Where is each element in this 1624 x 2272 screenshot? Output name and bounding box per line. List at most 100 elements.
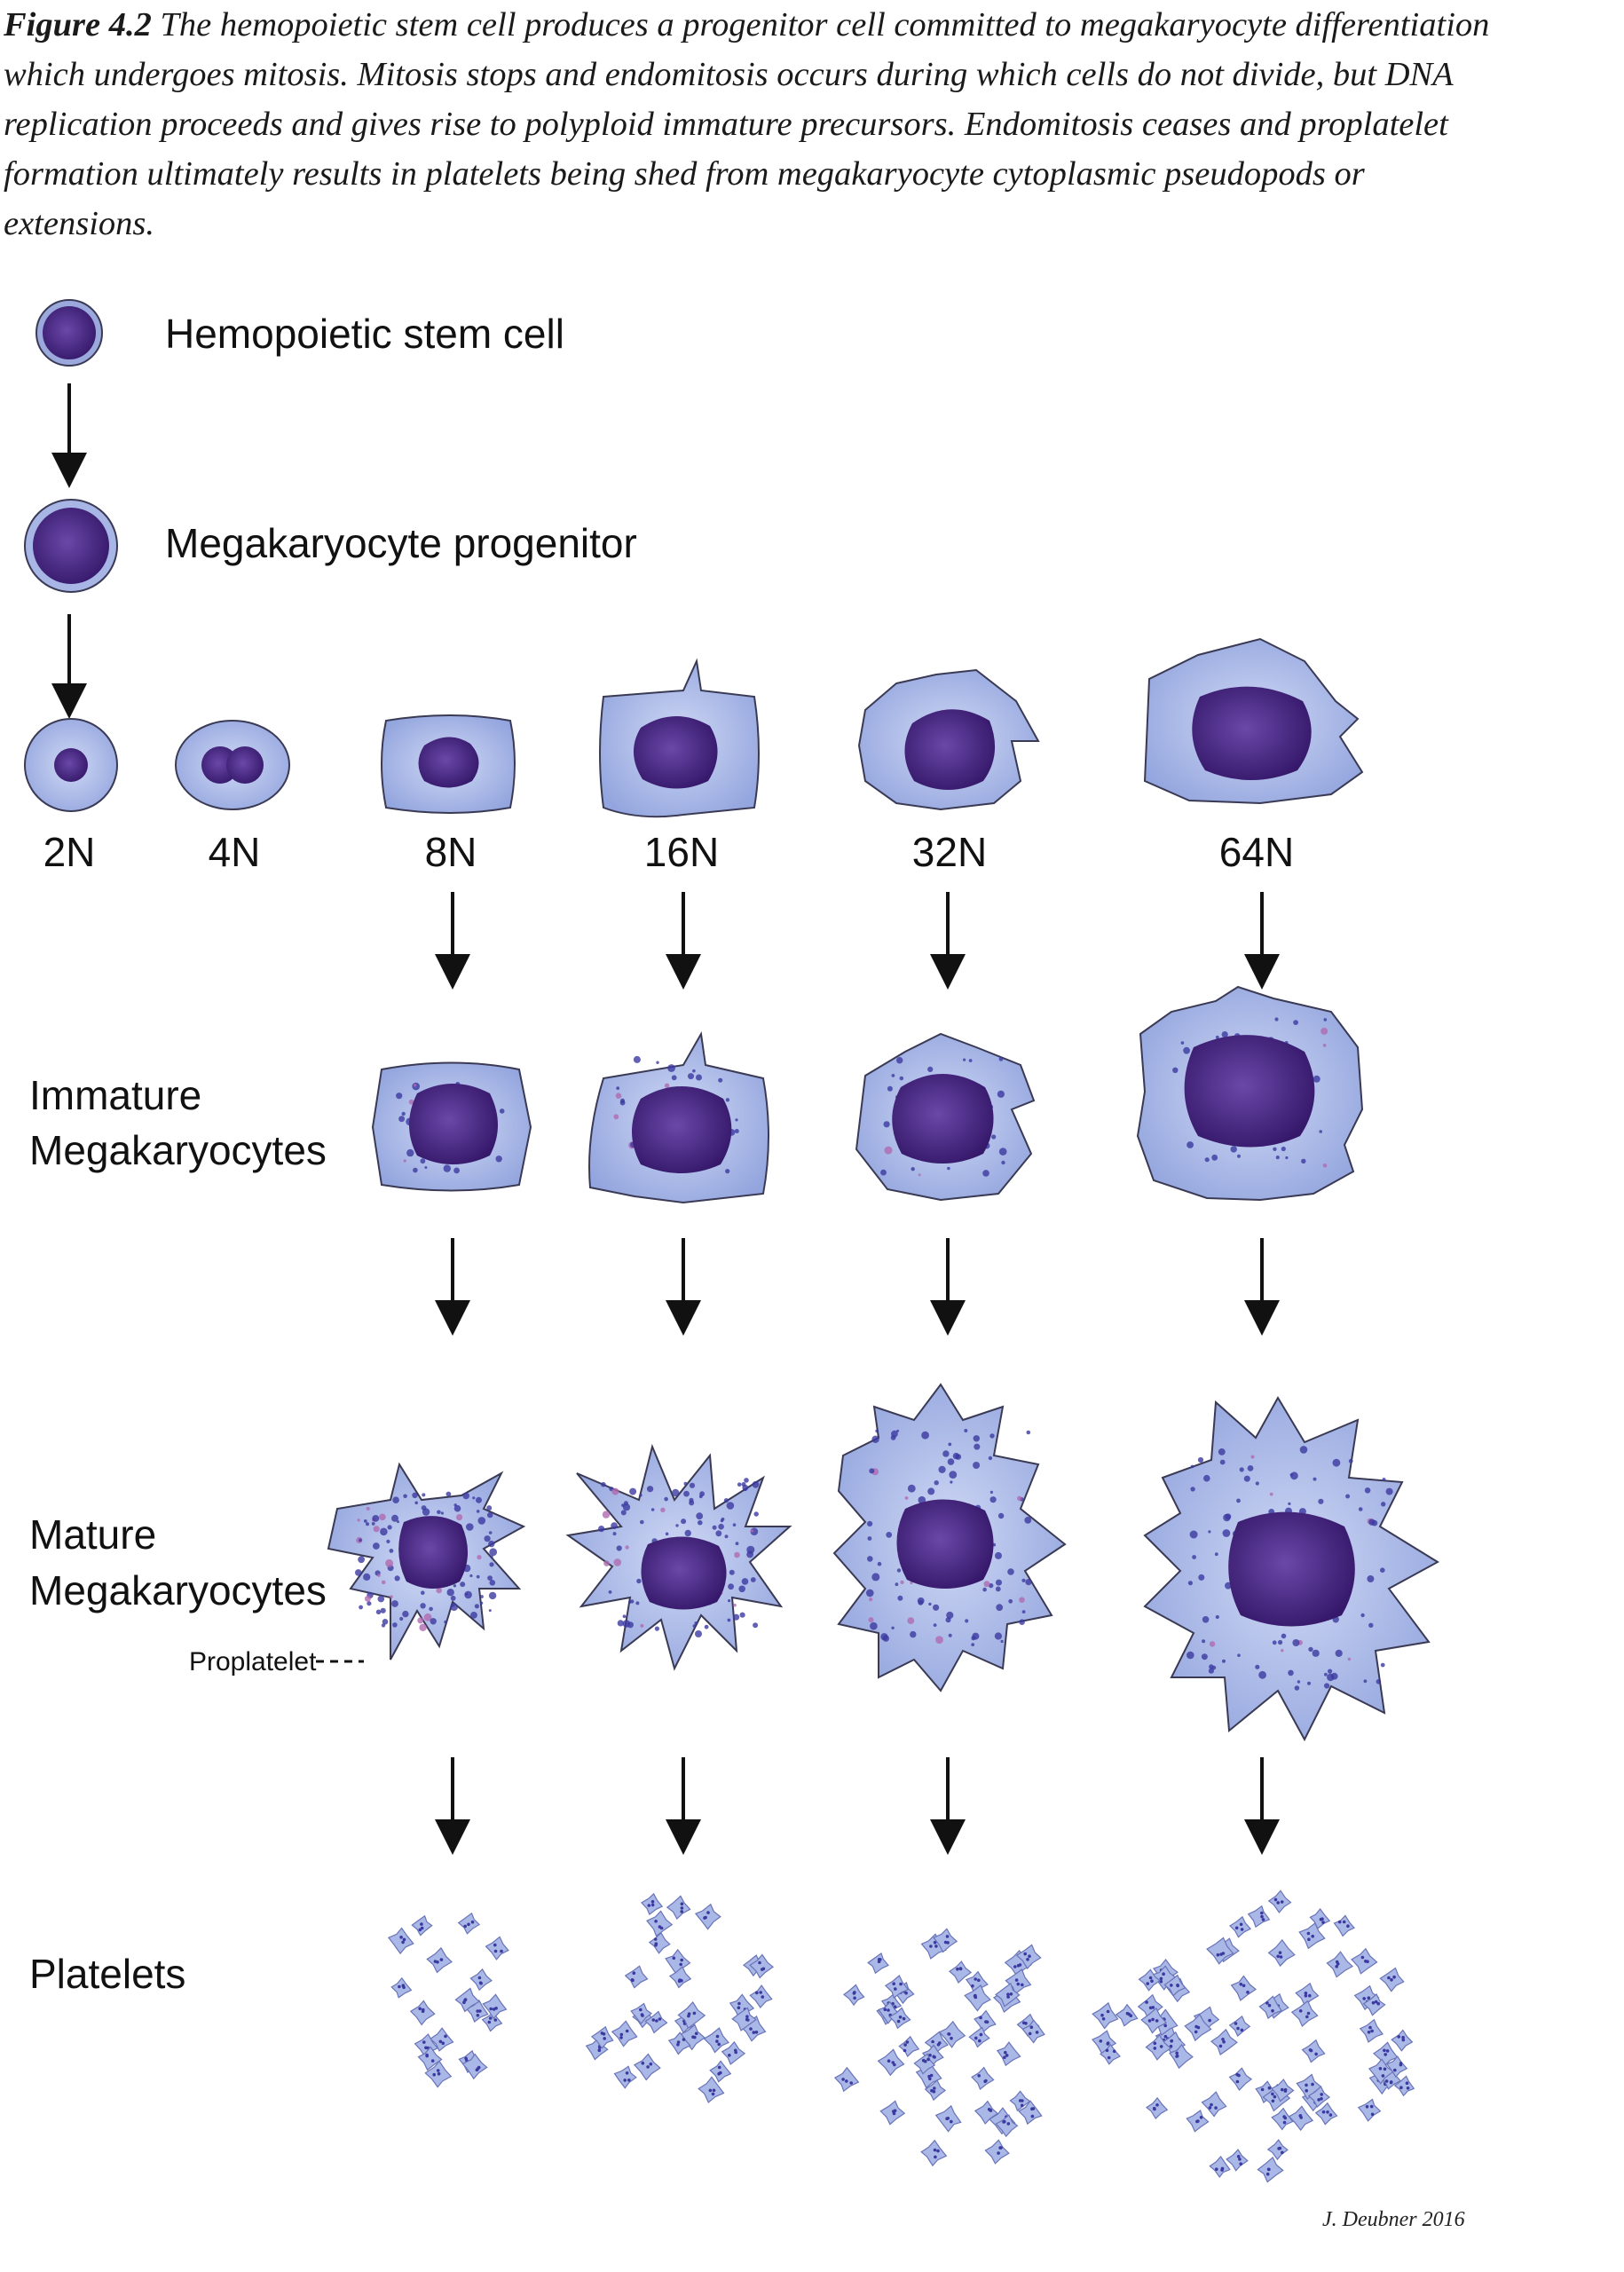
mature-megakaryocyte-8n bbox=[327, 1462, 526, 1661]
platelet bbox=[721, 2040, 746, 2065]
platelet bbox=[454, 1987, 480, 2013]
platelet bbox=[485, 1936, 509, 1960]
platelet bbox=[1209, 2156, 1231, 2179]
platelet bbox=[1228, 2015, 1251, 2037]
ploidy-label-32n: 32N bbox=[912, 829, 987, 875]
platelet bbox=[677, 2001, 706, 2030]
platelet bbox=[1368, 2058, 1394, 2085]
platelet bbox=[1258, 1995, 1283, 2020]
cell-32n bbox=[857, 668, 1040, 811]
immature-label-line2: Megakaryocytes bbox=[29, 1127, 327, 1173]
stem-cell bbox=[35, 299, 103, 367]
platelet bbox=[1100, 2043, 1121, 2065]
platelet bbox=[964, 1984, 991, 2012]
platelet bbox=[1326, 1951, 1354, 1978]
platelet bbox=[884, 1975, 910, 1999]
platelet bbox=[968, 2026, 990, 2048]
mature-megakaryocyte-16n bbox=[565, 1443, 792, 1671]
platelet bbox=[1301, 2039, 1326, 2063]
stem-cell-label: Hemopoietic stem cell bbox=[165, 311, 564, 357]
platelet bbox=[648, 1931, 671, 1954]
platelet bbox=[611, 2020, 638, 2047]
platelet bbox=[624, 1965, 649, 1989]
mature-label-line1: Mature bbox=[29, 1511, 156, 1558]
immature-label-line1: Immature bbox=[29, 1072, 201, 1118]
platelet bbox=[996, 2041, 1021, 2067]
platelet bbox=[995, 2114, 1019, 2138]
platelet bbox=[1267, 1889, 1292, 1913]
immature-megakaryocyte-8n bbox=[371, 1061, 532, 1192]
platelet bbox=[1201, 2091, 1227, 2118]
platelet bbox=[1092, 2001, 1119, 2030]
platelet bbox=[1393, 2075, 1415, 2097]
platelet bbox=[1295, 1982, 1320, 2007]
figure-caption: Figure 4.2 The hemopoietic stem cell pro… bbox=[4, 0, 1512, 248]
platelet bbox=[1145, 2096, 1169, 2120]
platelet bbox=[898, 2035, 920, 2057]
mature-megakaryocyte-32n bbox=[832, 1383, 1067, 1692]
immature-megakaryocyte-64n bbox=[1136, 985, 1364, 1202]
platelet bbox=[1307, 2086, 1330, 2108]
platelet bbox=[469, 1968, 493, 1992]
proplatelet-label: Proplatelet bbox=[189, 1647, 317, 1676]
platelet bbox=[938, 2020, 966, 2048]
platelet bbox=[1229, 1915, 1252, 1938]
platelet bbox=[1206, 1937, 1234, 1965]
platelet bbox=[974, 2100, 999, 2125]
mature-label-line2: Megakaryocytes bbox=[29, 1567, 327, 1613]
platelet bbox=[749, 1953, 775, 1979]
ploidy-label-8n: 8N bbox=[425, 829, 477, 875]
platelet bbox=[867, 1952, 889, 1975]
platelet bbox=[1385, 2055, 1408, 2079]
platelet bbox=[949, 1960, 973, 1984]
platelet bbox=[924, 2031, 949, 2055]
platelet bbox=[613, 2065, 637, 2089]
platelet bbox=[668, 1966, 692, 1989]
platelet-cluster-16n bbox=[585, 1892, 775, 2103]
platelet bbox=[1333, 1914, 1355, 1937]
platelet-cluster-64n bbox=[1092, 1889, 1415, 2183]
progenitor-label: Megakaryocyte progenitor bbox=[165, 520, 637, 566]
platelet bbox=[482, 1993, 508, 2020]
platelet bbox=[1362, 1993, 1386, 2016]
platelet bbox=[877, 2048, 905, 2077]
granules bbox=[866, 1429, 1032, 1646]
cell-64n bbox=[1143, 637, 1364, 805]
mature-megakaryocyte-64n bbox=[1143, 1396, 1439, 1742]
platelet bbox=[933, 1928, 958, 1953]
platelet bbox=[984, 2139, 1010, 2165]
ploidy-label-64n: 64N bbox=[1219, 829, 1294, 875]
platelet bbox=[1005, 1968, 1032, 1995]
artist-signature: J. Deubner 2016 bbox=[1322, 2208, 1465, 2231]
platelet bbox=[646, 1910, 674, 1937]
cell-4n bbox=[175, 720, 290, 810]
platelet bbox=[971, 2066, 995, 2090]
platelet bbox=[878, 2000, 901, 2024]
platelet bbox=[1314, 2102, 1338, 2126]
platelet bbox=[843, 1984, 865, 2007]
megakaryocyte-progenitor bbox=[24, 499, 118, 593]
platelet bbox=[590, 2025, 614, 2049]
platelet-cluster-32n bbox=[833, 1928, 1045, 2167]
platelet bbox=[387, 1927, 414, 1955]
platelet bbox=[666, 1895, 691, 1920]
caption-text: The hemopoietic stem cell produces a pro… bbox=[4, 6, 1490, 242]
platelet-cluster-8n bbox=[387, 1912, 509, 2088]
ploidy-label-4n: 4N bbox=[209, 829, 261, 875]
platelet bbox=[694, 1903, 721, 1930]
ploidy-label-16n: 16N bbox=[644, 829, 719, 875]
platelet bbox=[924, 2079, 947, 2102]
platelet bbox=[1247, 1905, 1271, 1929]
platelet bbox=[920, 2139, 948, 2167]
cell-16n bbox=[599, 658, 760, 818]
platelet bbox=[1018, 2100, 1043, 2126]
platelet bbox=[1230, 1975, 1257, 2001]
platelet bbox=[1115, 2003, 1139, 2027]
immature-megakaryocyte-16n bbox=[588, 1030, 769, 1204]
platelet bbox=[417, 2046, 443, 2071]
platelet bbox=[1145, 2034, 1172, 2061]
ploidy-label-2n: 2N bbox=[43, 829, 96, 875]
platelet bbox=[1021, 2019, 1045, 2044]
platelet bbox=[1163, 1974, 1186, 1997]
